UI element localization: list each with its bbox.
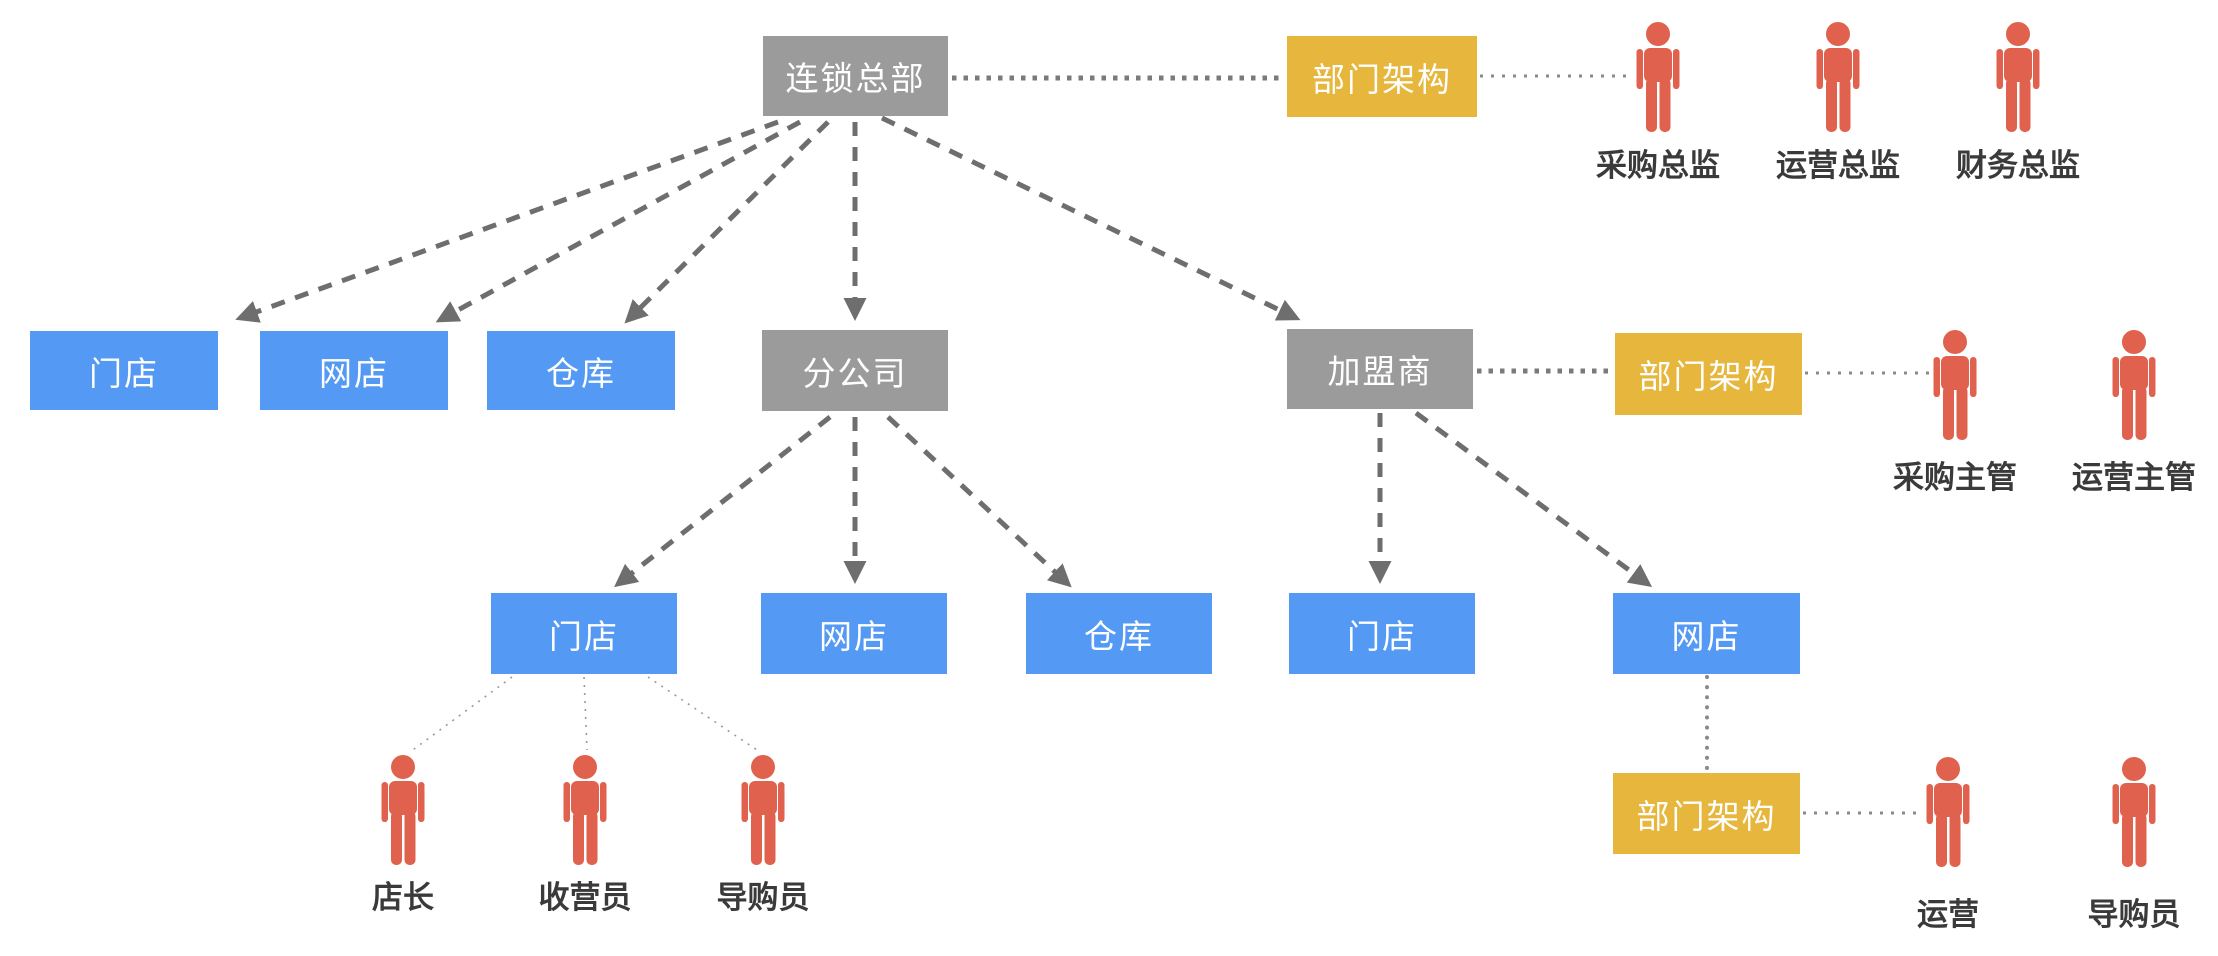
person-label: 导购员	[2087, 897, 2181, 932]
node-online-store-franchisee[interactable]: 网店	[1613, 593, 1800, 674]
node-dept-structure-franchisee[interactable]: 部门架构	[1615, 333, 1802, 415]
person-label: 财务总监	[1956, 148, 2080, 183]
person-operations[interactable]: 运营	[1868, 757, 2028, 934]
person-label: 采购主管	[1893, 460, 2017, 495]
person-cashier[interactable]: 收营员	[505, 755, 665, 917]
person-purchase-manager[interactable]: 采购主管	[1875, 330, 2035, 497]
node-store-franchisee[interactable]: 门店	[1289, 593, 1475, 674]
person-label: 运营总监	[1776, 148, 1900, 183]
person-icon	[1636, 22, 1680, 132]
person-operations-director[interactable]: 运营总监	[1758, 22, 1918, 185]
person-icon	[2112, 330, 2156, 440]
edge-hq-store	[235, 119, 779, 323]
edge-hq-franchisee	[880, 115, 1301, 321]
node-dept-structure-online[interactable]: 部门架构	[1613, 773, 1800, 854]
node-store-hq[interactable]: 门店	[30, 331, 218, 410]
link-store-guide	[647, 676, 761, 753]
person-label: 运营	[1917, 897, 1979, 932]
edge-hq-online	[435, 119, 802, 323]
node-franchisee[interactable]: 加盟商	[1287, 329, 1473, 409]
node-chain-hq[interactable]: 连锁总部	[763, 36, 948, 116]
node-warehouse-branch[interactable]: 仓库	[1026, 593, 1212, 674]
person-store-manager[interactable]: 店长	[323, 755, 483, 917]
node-branch-company[interactable]: 分公司	[762, 330, 948, 411]
person-finance-director[interactable]: 财务总监	[1938, 22, 2098, 185]
link-store-manager	[409, 676, 513, 753]
person-icon	[563, 755, 607, 865]
person-label: 运营主管	[2072, 460, 2196, 495]
person-icon	[1933, 330, 1977, 440]
person-icon	[1816, 22, 1860, 132]
node-online-store-hq[interactable]: 网店	[260, 331, 448, 410]
person-label: 店长	[372, 880, 434, 915]
person-icon	[1926, 757, 1970, 867]
person-shopping-guide[interactable]: 导购员	[683, 755, 843, 917]
node-online-store-branch[interactable]: 网店	[761, 593, 947, 674]
person-icon	[741, 755, 785, 865]
edge-branch-warehouse	[886, 415, 1072, 588]
person-icon	[1996, 22, 2040, 132]
person-label: 采购总监	[1596, 148, 1720, 183]
person-label: 导购员	[716, 880, 810, 915]
node-store-branch[interactable]: 门店	[491, 593, 677, 674]
edge-franchisee-online	[1414, 410, 1653, 587]
edge-hq-warehouse	[624, 120, 830, 324]
person-shopping-guide-online[interactable]: 导购员	[2054, 757, 2214, 934]
node-dept-structure-hq[interactable]: 部门架构	[1287, 36, 1477, 117]
link-store-cashier	[583, 676, 588, 751]
person-purchase-director[interactable]: 采购总监	[1578, 22, 1738, 185]
node-warehouse-hq[interactable]: 仓库	[487, 331, 675, 410]
edge-branch-store	[614, 415, 832, 588]
person-operations-manager[interactable]: 运营主管	[2054, 330, 2214, 497]
person-icon	[381, 755, 425, 865]
person-label: 收营员	[538, 880, 632, 915]
person-icon	[2112, 757, 2156, 867]
